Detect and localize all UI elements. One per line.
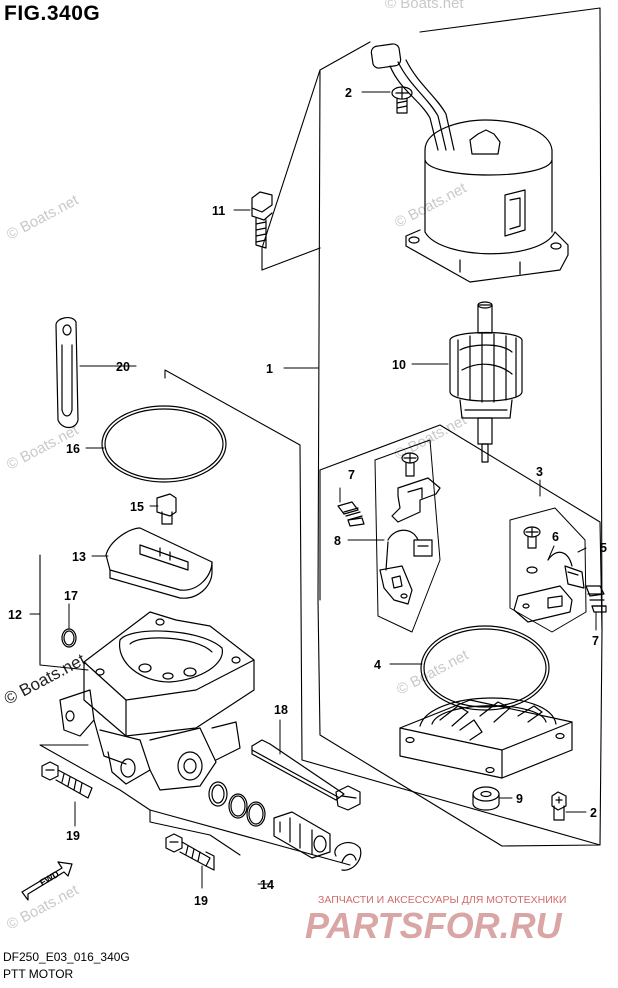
figure-name: PTT MOTOR — [3, 967, 74, 981]
watermark-parts-logo: PARTSFOR.RU — [305, 905, 563, 946]
screw-part-6 — [523, 526, 541, 574]
callout-8: 8 — [334, 534, 341, 548]
rubber-part-9 — [472, 786, 500, 811]
callout-19-lower: 19 — [194, 894, 208, 908]
spring-part-7-right — [585, 585, 607, 613]
strap-part-20 — [55, 316, 79, 429]
plate-part-13 — [105, 527, 213, 599]
callout-1: 1 — [266, 362, 273, 376]
callout-20: 20 — [116, 360, 130, 374]
long-bolt-part-18 — [251, 739, 361, 811]
brush-set-outline — [374, 439, 441, 633]
motor-end-cover — [399, 697, 573, 779]
watermark-boats-dark: © Boats.net — [1, 650, 89, 709]
motor-assembly-outline — [261, 7, 603, 847]
bolt-part-19-lower — [165, 833, 215, 871]
callout-3: 3 — [536, 465, 543, 479]
callout-7-left: 7 — [348, 468, 355, 482]
callout-5: 5 — [600, 541, 607, 555]
callout-14: 14 — [260, 878, 274, 892]
pump-body-part-12 — [59, 611, 255, 791]
spring-part-7-left — [337, 501, 365, 527]
watermark-parts-subtitle: ЗАПЧАСТИ И АКСЕССУАРЫ ДЛЯ МОТОТЕХНИКИ — [318, 894, 566, 906]
armature-part-10 — [449, 301, 523, 463]
watermark-boats-2: © Boats.net — [4, 191, 82, 243]
o-ring-part-4 — [420, 625, 550, 711]
callout-18: 18 — [274, 703, 288, 717]
screw-part-8 — [401, 452, 419, 477]
brush-part-5 — [513, 551, 585, 623]
callout-6: 6 — [552, 530, 559, 544]
o-ring-part-17 — [61, 628, 77, 648]
figure-title: FIG.340G — [4, 2, 101, 25]
callout-11: 11 — [212, 204, 225, 218]
motor-yoke-housing — [370, 43, 569, 283]
brush-bracket-part-8 — [379, 477, 441, 605]
valve-group-part-14 — [208, 781, 362, 871]
screw-part-2-top — [391, 86, 413, 114]
leader-lines — [29, 91, 597, 889]
bolt-part-19-upper — [41, 761, 93, 799]
callout-15: 15 — [130, 500, 144, 514]
callout-2-top: 2 — [345, 86, 352, 100]
callout-12: 12 — [8, 608, 22, 622]
watermark-boats-6: © Boats.net — [394, 646, 472, 698]
brush-holder-outline — [319, 424, 603, 631]
callout-19-upper: 19 — [66, 829, 80, 843]
bolt-part-11 — [251, 191, 273, 249]
callout-17: 17 — [64, 589, 78, 603]
watermark-boats-7: © Boats.net — [4, 881, 82, 933]
callout-2-bottom: 2 — [590, 806, 597, 820]
callout-7-right: 7 — [592, 634, 599, 648]
pump-body-outline — [39, 369, 601, 866]
callout-4: 4 — [374, 658, 381, 672]
figure-code: DF250_E03_016_340G — [3, 950, 130, 964]
watermark-boats-3: © Boats.net — [392, 179, 470, 231]
watermark-group: © Boats.net © Boats.net © Boats.net © Bo… — [1, 0, 566, 946]
brush-set-2-outline — [509, 507, 587, 633]
callout-16: 16 — [66, 442, 80, 456]
callout-9: 9 — [516, 792, 523, 806]
watermark-boats-1: © Boats.net — [385, 0, 464, 12]
callout-10: 10 — [392, 358, 406, 372]
callout-13: 13 — [72, 550, 86, 564]
screw-part-2-bottom — [551, 791, 567, 821]
o-ring-part-16 — [101, 405, 227, 483]
valve-part-15 — [156, 493, 177, 525]
